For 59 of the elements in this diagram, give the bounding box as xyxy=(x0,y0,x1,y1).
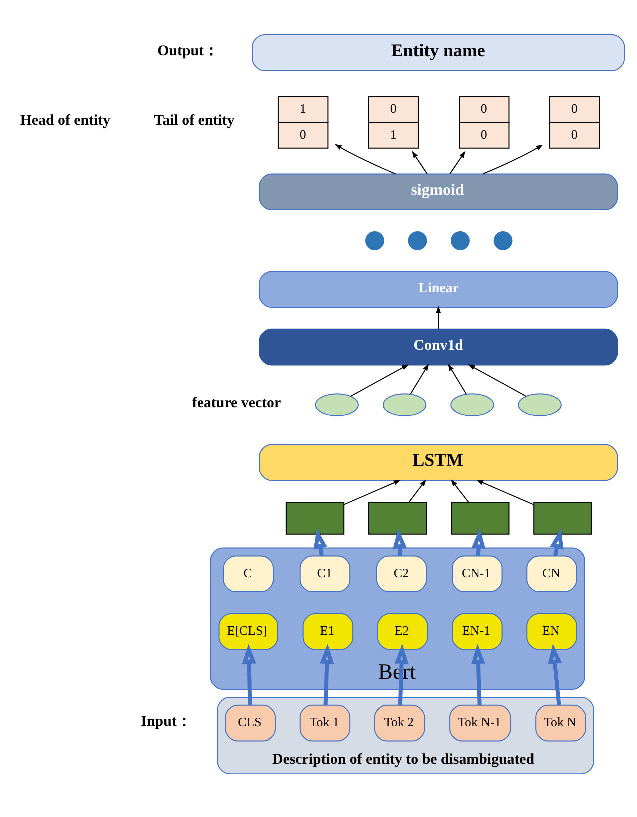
node-circle xyxy=(494,231,513,250)
node-box xyxy=(368,502,428,535)
node-box: CLS xyxy=(225,704,276,742)
arrow xyxy=(476,480,534,506)
node-box xyxy=(534,502,592,535)
arrow xyxy=(393,528,407,556)
node-ellipse xyxy=(382,394,427,416)
arrow xyxy=(412,151,428,175)
arrow xyxy=(472,528,486,556)
label: Input： xyxy=(141,714,192,730)
arrow xyxy=(451,480,470,503)
arrow xyxy=(550,528,564,557)
arrow xyxy=(394,644,409,706)
node-ellipse xyxy=(450,394,494,416)
arrow xyxy=(436,306,442,330)
label: Output： xyxy=(158,43,220,60)
node-box: LSTM xyxy=(259,444,618,482)
arrow xyxy=(334,144,396,175)
arrow xyxy=(408,480,426,503)
label: Tail of entity xyxy=(154,113,235,129)
arrow xyxy=(548,644,562,706)
node-box: CN-1 xyxy=(452,556,503,593)
node-box: C xyxy=(223,556,274,593)
node-box: E1 xyxy=(302,613,354,650)
arrow xyxy=(448,364,468,395)
arrow xyxy=(320,644,334,706)
node-box: Tok N-1 xyxy=(450,704,512,742)
node-box: Tok N xyxy=(536,704,586,742)
node-box: sigmoid xyxy=(259,174,618,211)
node-box: E[CLS] xyxy=(218,613,278,650)
node-ellipse xyxy=(518,394,562,416)
label: feature vector xyxy=(192,396,282,412)
node-box xyxy=(451,502,510,535)
node-ellipse xyxy=(315,394,360,416)
arrow xyxy=(350,364,409,398)
arrow xyxy=(344,480,401,506)
arrow xyxy=(468,364,527,398)
node-box: Linear xyxy=(259,271,618,308)
arrow xyxy=(471,644,486,706)
node-box xyxy=(286,502,345,535)
node-box: Conv1d xyxy=(259,328,618,366)
node-box: E2 xyxy=(377,613,428,650)
node-box: CN xyxy=(526,556,578,593)
arrow xyxy=(482,144,544,175)
label: Head of entity xyxy=(20,113,111,129)
node-box: EN xyxy=(526,613,578,650)
node-circle xyxy=(408,231,428,250)
node-circle xyxy=(366,231,384,250)
node-box: EN-1 xyxy=(452,613,503,650)
arrow xyxy=(450,151,466,175)
node-box: C1 xyxy=(300,556,351,593)
node-box: Entity name xyxy=(252,34,626,72)
node-circle xyxy=(451,231,470,250)
node-box: Tok 2 xyxy=(374,704,426,742)
node-box: C2 xyxy=(376,556,428,593)
arrow xyxy=(314,528,328,556)
arrow xyxy=(410,364,430,395)
node-box: Tok 1 xyxy=(300,704,351,742)
arrow xyxy=(242,644,256,706)
